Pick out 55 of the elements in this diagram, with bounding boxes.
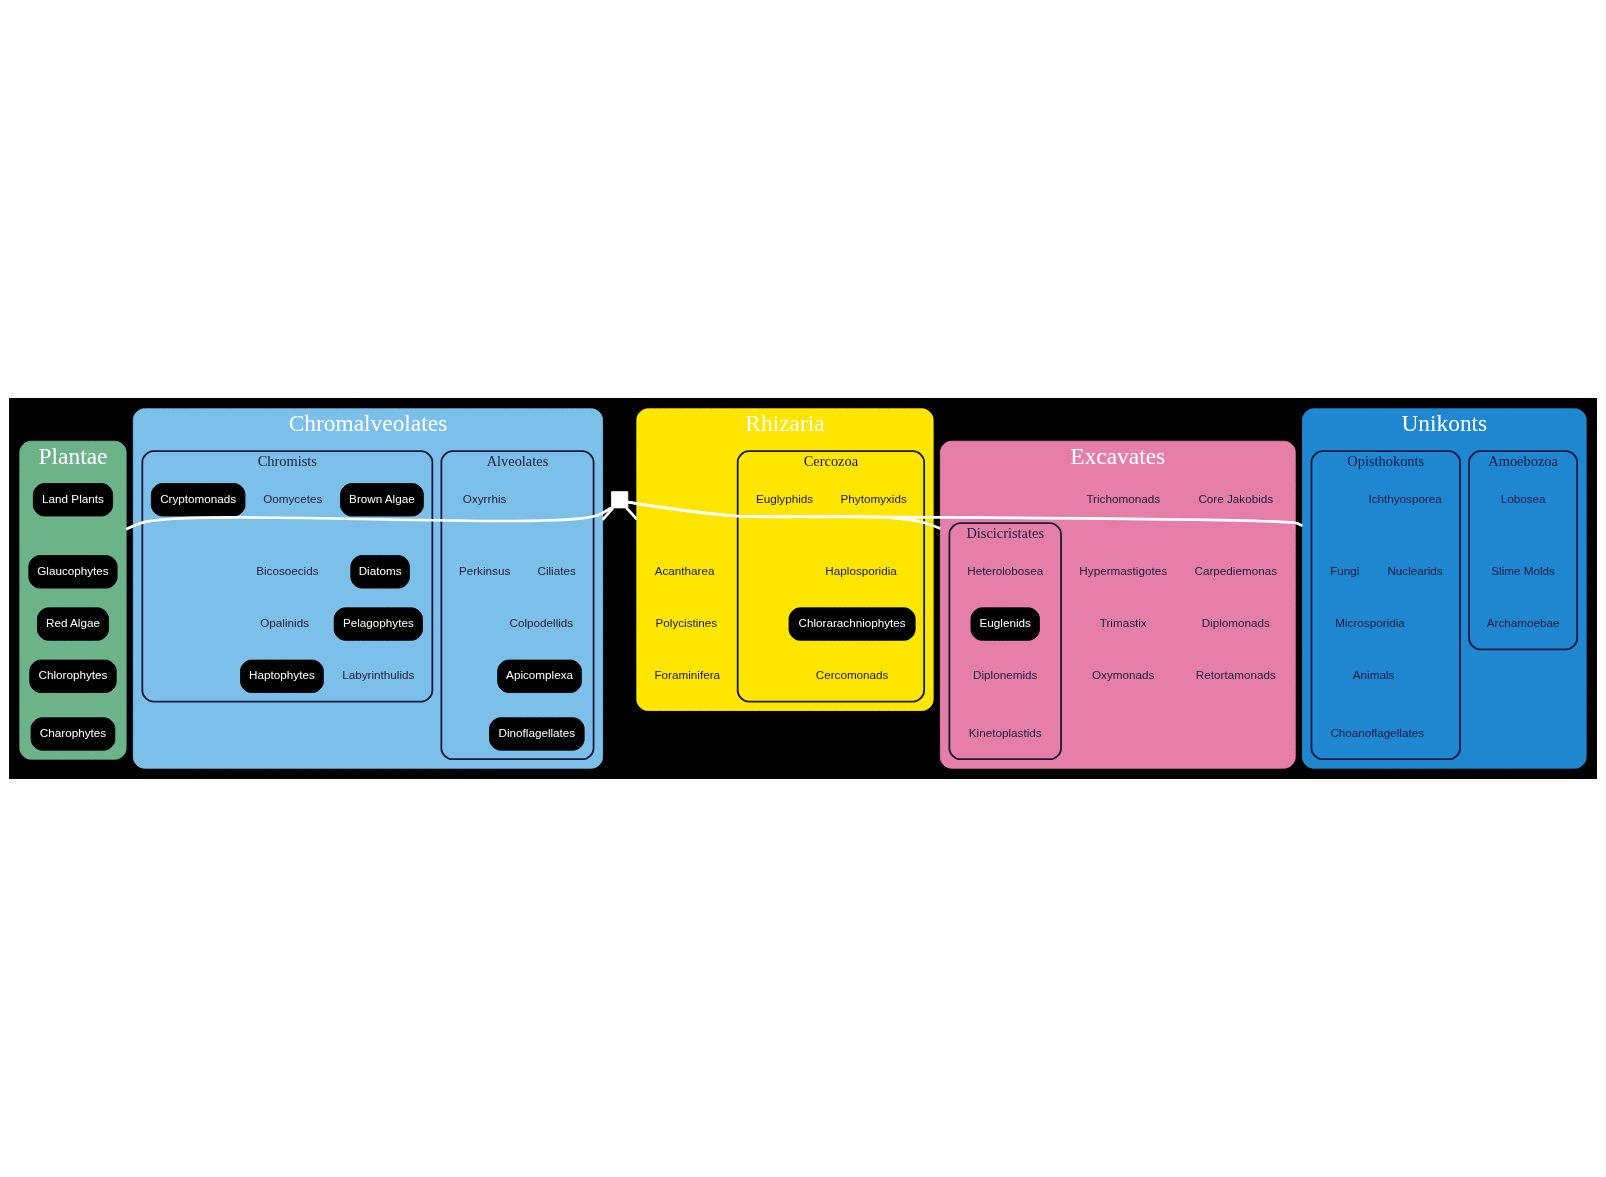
node-text: Oomycetes: [263, 491, 323, 505]
node-text: Slime Molds: [1491, 563, 1555, 577]
connector: [627, 500, 1303, 528]
node-text: Haplosporidia: [825, 563, 897, 577]
node-text: Trimastix: [1099, 616, 1147, 630]
node-text: Lobosea: [1500, 491, 1546, 505]
node-text: Acantharea: [654, 563, 715, 577]
node-box: Chlorophytes: [29, 659, 117, 693]
node-text: Animals: [1352, 668, 1395, 682]
node-text: Archamoebae: [1486, 616, 1560, 630]
node-text: Retortamonads: [1195, 668, 1276, 682]
node-box: Land Plants: [32, 483, 114, 517]
node-text: Polycistines: [655, 616, 718, 630]
node-box: Glaucophytes: [28, 555, 118, 589]
connector: [625, 507, 638, 521]
node-text: Kinetoplastids: [968, 726, 1042, 740]
node-box: Haptophytes: [240, 659, 324, 693]
node-text: Bicosoecids: [256, 563, 319, 577]
node-text: Core Jakobids: [1198, 491, 1274, 505]
node-box: Cryptomonads: [150, 483, 246, 517]
node-text: Trichomonads: [1086, 491, 1161, 505]
node-text: Nuclearids: [1387, 563, 1443, 577]
node-text: Oxymonads: [1092, 668, 1155, 682]
node-box: Charophytes: [30, 717, 116, 751]
node-box: Apicomplexa: [497, 659, 582, 693]
node-box: Brown Algae: [340, 483, 424, 517]
node-text: Microsporidia: [1335, 616, 1405, 630]
node-text: Euglyphids: [755, 491, 814, 505]
node-text: Diplomonads: [1201, 616, 1270, 630]
node-text: Perkinsus: [458, 563, 511, 577]
node-text: Foraminifera: [654, 668, 721, 682]
node-box: Euglenids: [970, 607, 1040, 641]
node-box: Diatoms: [350, 555, 410, 589]
node-box: Red Algae: [36, 607, 109, 641]
node-text: Oxyrrhis: [462, 491, 507, 505]
node-text: Ciliates: [537, 563, 576, 577]
connector: [601, 507, 615, 521]
node-box: Pelagophytes: [333, 607, 423, 641]
node-text: Colpodellids: [509, 616, 574, 630]
node-box: Chlorarachniophytes: [788, 607, 916, 641]
node-text: Cercomonads: [815, 668, 889, 682]
connector: [627, 500, 941, 530]
connector: [125, 506, 613, 531]
node-text: Diplonemids: [973, 668, 1038, 682]
node-text: Labyrinthulids: [342, 668, 415, 682]
node-text: Fungi: [1330, 563, 1360, 577]
node-text: Phytomyxids: [840, 491, 907, 505]
node-text: Opalinids: [260, 616, 310, 630]
node-text: Choanoflagellates: [1330, 726, 1424, 740]
node-text: Heterolobosea: [967, 563, 1044, 577]
node-box: [611, 491, 629, 509]
node-text: Carpediemonas: [1194, 563, 1278, 577]
node-box: Dinoflagellates: [489, 717, 585, 751]
node-text: Ichthyosporea: [1368, 491, 1442, 505]
node-text: Hypermastigotes: [1079, 563, 1168, 577]
